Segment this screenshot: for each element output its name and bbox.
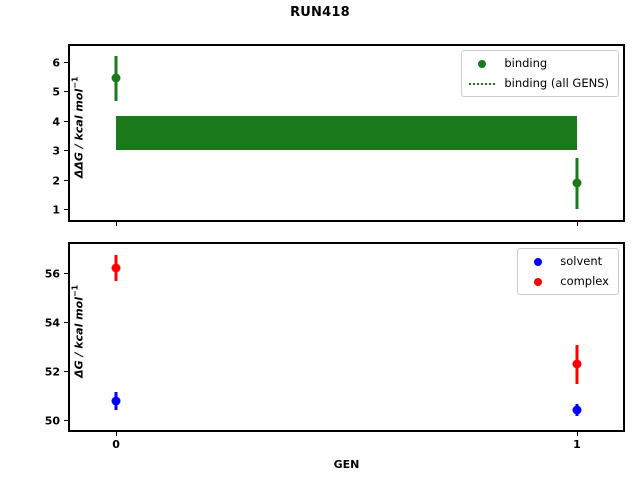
y-tick-label: 4	[52, 115, 60, 129]
legend-dot-icon	[469, 58, 495, 69]
y-tick-mark: 1	[52, 204, 70, 215]
legend-dot-swatch	[534, 257, 543, 266]
y-tick-mark: 4	[52, 116, 70, 127]
x-axis-label: GEN	[333, 458, 360, 471]
bottom-panel-plot-area	[70, 244, 623, 430]
legend-label: binding (all GENS)	[504, 75, 609, 90]
y-tick-mark: 50	[45, 416, 70, 427]
top-panel-legend[interactable]: binding binding (all GENS)	[461, 50, 619, 97]
data-point-marker[interactable]	[572, 178, 582, 188]
legend-entry[interactable]: binding	[469, 56, 609, 71]
data-point-marker[interactable]	[111, 263, 121, 273]
data-point-marker[interactable]	[572, 359, 582, 369]
y-tick-label: 3	[52, 144, 60, 158]
x-tick-mark	[116, 430, 118, 436]
x-tick-mark	[116, 220, 118, 226]
legend-dot-swatch	[534, 277, 543, 286]
y-tick-mark: 5	[52, 87, 70, 98]
x-tick-mark	[576, 430, 578, 436]
legend-line-swatch	[469, 82, 496, 85]
y-tick-mark: 6	[52, 58, 70, 69]
y-tick-label: 56	[44, 267, 60, 281]
legend-label: solvent	[560, 253, 603, 268]
legend-entry[interactable]: binding (all GENS)	[469, 76, 609, 91]
y-tick-mark: 54	[45, 318, 70, 329]
legend-label: binding	[504, 55, 548, 70]
data-point-marker[interactable]	[111, 73, 121, 83]
legend-label: complex	[560, 273, 609, 288]
y-tick-label: 2	[52, 174, 60, 187]
y-tick-mark: 52	[45, 367, 70, 378]
x-tick-label: 0	[112, 438, 120, 451]
y-tick-label: 52	[44, 365, 60, 379]
confidence-band	[116, 116, 577, 150]
y-tick-mark: 3	[52, 146, 70, 157]
y-tick-label: 6	[52, 56, 60, 70]
top-panel-plot-area	[70, 46, 623, 220]
y-tick-label: 1	[52, 203, 60, 217]
y-tick-label: 50	[44, 414, 60, 428]
y-tick-mark: 56	[45, 269, 70, 280]
y-tick-mark: 2	[52, 175, 70, 186]
legend-entry[interactable]: solvent	[525, 254, 609, 269]
x-tick-mark	[576, 220, 578, 226]
legend-dotted-line-icon	[469, 78, 496, 89]
x-tick-label: 1	[573, 438, 581, 451]
figure-title: RUN418	[290, 5, 350, 20]
legend-dot-swatch	[478, 59, 487, 68]
legend-dot-icon	[525, 256, 551, 267]
bottom-panel-legend[interactable]: solvent complex	[517, 248, 619, 295]
legend-entry[interactable]: complex	[525, 274, 609, 289]
y-tick-label: 54	[44, 316, 60, 330]
data-point-marker[interactable]	[111, 396, 121, 406]
legend-dot-icon	[525, 276, 551, 287]
y-tick-label: 5	[52, 85, 60, 99]
data-point-marker[interactable]	[572, 405, 582, 415]
